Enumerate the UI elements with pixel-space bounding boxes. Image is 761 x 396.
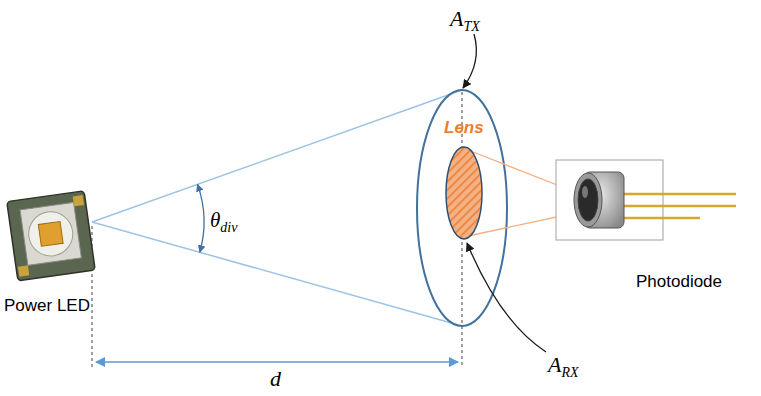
label-main: θ (210, 208, 220, 232)
led-chip (38, 221, 63, 246)
led-body (20, 202, 81, 265)
label-main: A (548, 352, 561, 377)
led-pad (73, 195, 84, 206)
beam-spot-ellipse (417, 90, 507, 326)
photodiode-window (578, 179, 598, 221)
beam-edge (92, 222, 462, 326)
photo-frame (556, 160, 663, 240)
area-label: ARX (548, 352, 579, 377)
led-pad (18, 265, 29, 276)
angle-label: θdiv (210, 208, 237, 232)
photodiode-glint (582, 186, 588, 198)
photodiode-picture (556, 160, 736, 240)
label-subscript: div (220, 220, 237, 235)
lens-ellipse (446, 147, 482, 239)
part-name: Photodiode (636, 272, 722, 292)
leader-arrow (463, 34, 476, 88)
part-name: Lens (444, 118, 484, 138)
angle-arc (198, 184, 204, 252)
led-dome (26, 209, 76, 259)
photodiode-rim (574, 173, 602, 227)
photodiode-pin (622, 193, 736, 196)
label-subscript: RX (561, 365, 578, 380)
leader-arrow (467, 243, 546, 352)
photodiode-pin (622, 205, 736, 208)
label-subscript: TX (463, 19, 479, 34)
led-board (7, 191, 95, 281)
photodiode-pin (622, 217, 700, 220)
beam-edge (92, 90, 462, 222)
distance-arrow (96, 361, 458, 363)
label-main: A (450, 6, 463, 31)
power-led-picture (7, 191, 95, 281)
part-name: Power LED (4, 296, 90, 316)
dimension-label: d (270, 366, 281, 391)
area-label: ATX (450, 6, 480, 31)
